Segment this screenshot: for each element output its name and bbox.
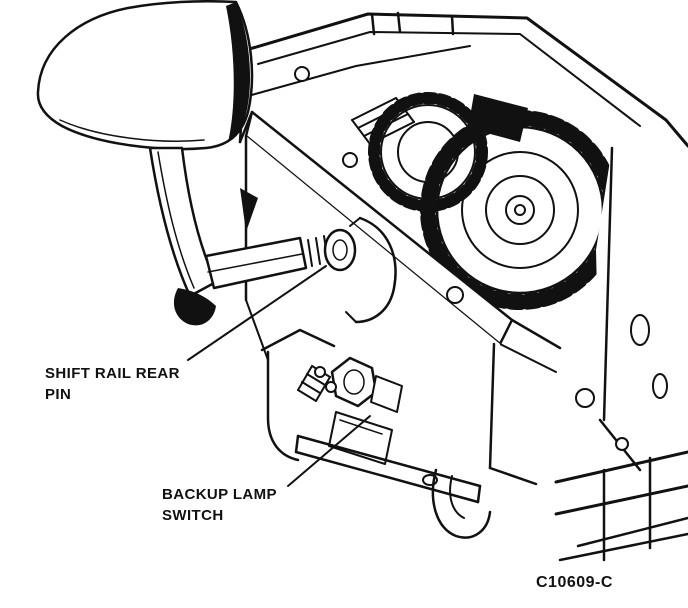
figure-code: C10609-C [536,574,613,591]
label-backup-lamp-switch: BACKUP LAMP SWITCH [162,484,277,526]
label-backup-lamp-switch-line1: BACKUP LAMP [162,486,277,503]
gear-cluster [351,92,620,310]
leader-line-backup-lamp-switch [287,415,371,487]
shift-rail-rear-pin [204,216,397,324]
label-shift-rail-rear-pin: SHIFT RAIL REAR PIN [45,363,180,405]
leader-line-shift-rail-rear-pin [187,265,327,361]
bolt-holes [294,66,358,168]
label-shift-rail-rear-pin-line1: SHIFT RAIL REAR [45,365,180,382]
backup-lamp-switch [297,356,403,465]
shift-lever [36,0,254,326]
label-backup-lamp-switch-line2: SWITCH [162,507,224,524]
label-shift-rail-rear-pin-line2: PIN [45,386,72,403]
bench-frame [554,450,688,562]
case-right-wall [575,146,688,472]
mount-flange [260,328,492,539]
